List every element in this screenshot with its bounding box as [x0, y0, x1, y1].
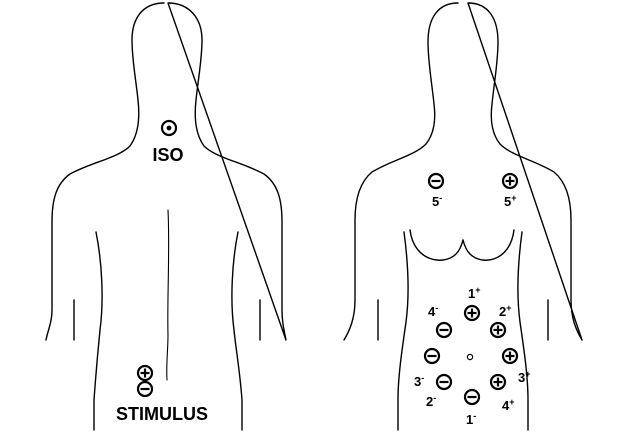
positive-electrode-icon [503, 349, 517, 363]
label-2-plus: 2+ [499, 303, 512, 319]
label-5-minus: 5- [432, 193, 442, 209]
stimulus-label: STIMULUS [116, 404, 208, 424]
front-right-breast [463, 230, 514, 260]
reference-electrode-icon [162, 121, 176, 135]
negative-electrode-icon [425, 349, 439, 363]
front-body-outline [344, 3, 582, 340]
negative-electrode-icon [138, 382, 152, 396]
front-left-side [398, 232, 408, 430]
positive-electrode-icon [138, 366, 152, 380]
back-spine-line [167, 210, 169, 380]
positive-electrode-icon [491, 323, 505, 337]
front-left-breast [410, 230, 463, 260]
label-3-plus: 3+ [518, 369, 531, 385]
positive-electrode-icon [491, 375, 505, 389]
back-body-outline [46, 3, 286, 340]
positive-electrode-icon [503, 174, 517, 188]
center-point-icon [467, 354, 472, 359]
negative-electrode-icon [437, 323, 451, 337]
positive-electrode-icon [465, 306, 479, 320]
label-2-minus: 2- [426, 393, 436, 409]
label-4-plus: 4+ [502, 397, 515, 413]
back-left-armpit [94, 232, 102, 430]
label-1-plus: 1+ [468, 285, 481, 301]
front-right-side [518, 232, 528, 430]
label-4-minus: 4- [428, 303, 438, 319]
label-1-minus: 1- [466, 411, 476, 427]
iso-label: ISO [152, 145, 183, 165]
negative-electrode-icon [437, 375, 451, 389]
back-right-armpit [232, 232, 242, 430]
front-figure: 5- 5+ 1+ 4- 2+ [344, 3, 582, 430]
negative-electrode-icon [465, 390, 479, 404]
negative-electrode-icon [429, 174, 443, 188]
label-5-plus: 5+ [504, 193, 517, 209]
label-3-minus: 3- [414, 373, 424, 389]
back-figure: ISO STIMULUS [46, 3, 286, 430]
